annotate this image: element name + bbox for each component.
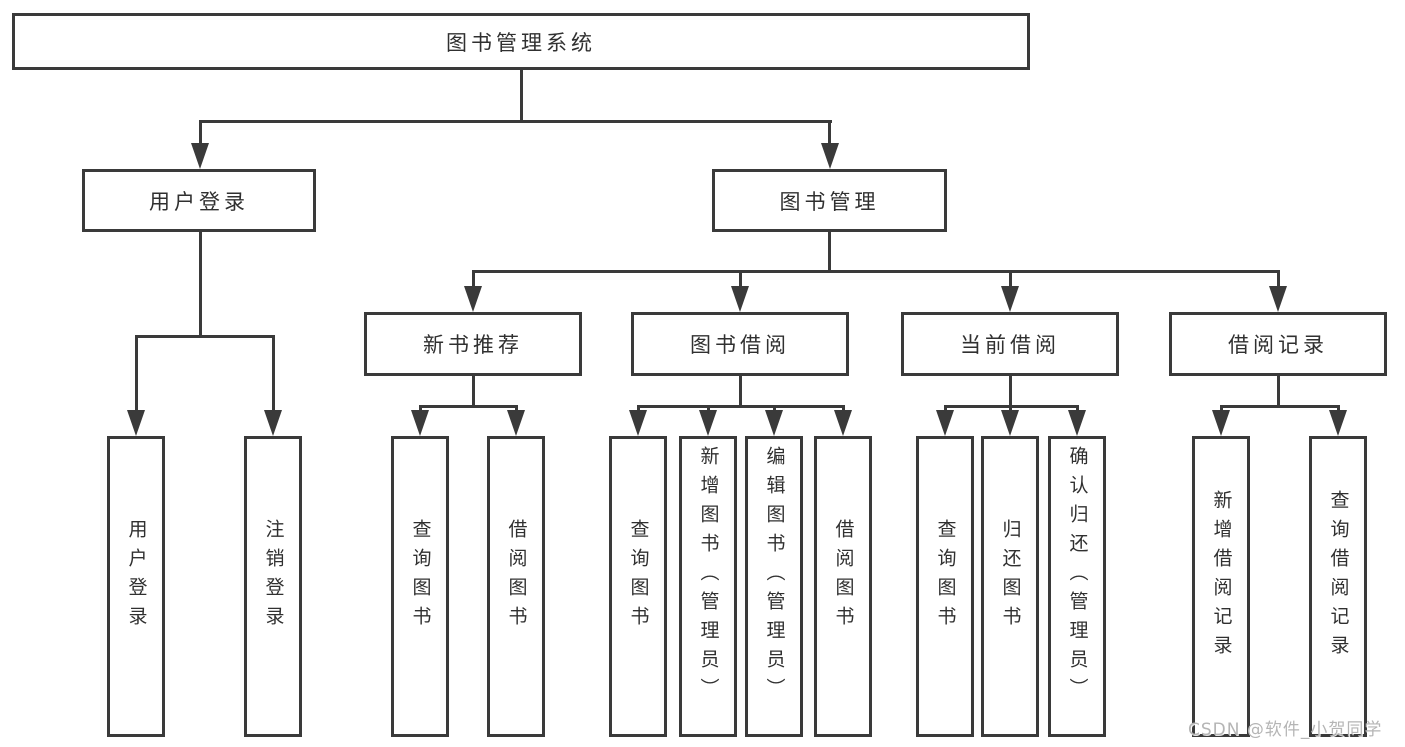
node-book-management: 图书管理 — [712, 169, 947, 232]
leaf-label: 确认归还（管理员） — [1066, 446, 1089, 707]
leaf-user-login: 用户登录 — [107, 436, 165, 737]
leaf-confirm-return-admin: 确认归还（管理员） — [1048, 436, 1106, 737]
connector-line — [271, 336, 275, 414]
leaf-label: 查询借阅记录 — [1327, 489, 1350, 664]
connector-line — [418, 404, 518, 408]
connector-line — [471, 376, 475, 406]
leaf-label: 查询图书 — [409, 518, 432, 635]
arrow-down-icon — [1001, 410, 1019, 436]
leaf-query-books-borrowing: 查询图书 — [609, 436, 667, 737]
arrow-down-icon — [1001, 286, 1019, 312]
leaf-label: 新增借阅记录 — [1210, 489, 1233, 664]
leaf-add-books-admin: 新增图书（管理员） — [679, 436, 737, 737]
arrow-down-icon — [1329, 410, 1347, 436]
leaf-label: 注销登录 — [262, 518, 285, 635]
node-label: 图书管理系统 — [446, 30, 596, 55]
leaf-query-borrow-record: 查询借阅记录 — [1309, 436, 1367, 737]
arrow-down-icon — [264, 410, 282, 436]
leaf-borrow-books-recommend: 借阅图书 — [487, 436, 545, 737]
connector-line — [738, 271, 742, 289]
connector-line — [1219, 404, 1340, 408]
connector-line — [134, 336, 138, 414]
node-user-login: 用户登录 — [82, 169, 316, 232]
connector-line — [828, 232, 831, 273]
node-library-system: 图书管理系统 — [12, 13, 1030, 70]
leaf-edit-books-admin: 编辑图书（管理员） — [745, 436, 803, 737]
leaf-label: 借阅图书 — [505, 518, 528, 635]
connector-line — [1276, 376, 1280, 406]
arrow-down-icon — [507, 410, 525, 436]
node-label: 新书推荐 — [423, 333, 523, 357]
connector-line — [636, 404, 845, 408]
leaf-borrow-books-borrowing: 借阅图书 — [814, 436, 872, 737]
node-new-book-recommendation: 新书推荐 — [364, 312, 582, 376]
arrow-down-icon — [936, 410, 954, 436]
node-borrowing-records: 借阅记录 — [1169, 312, 1387, 376]
arrow-down-icon — [1068, 410, 1086, 436]
leaf-label: 新增图书（管理员） — [697, 446, 720, 707]
connector-line — [198, 120, 832, 123]
node-label: 图书管理 — [779, 189, 880, 214]
connector-line — [1008, 376, 1012, 406]
leaf-label: 归还图书 — [999, 518, 1022, 635]
node-label: 当前借阅 — [960, 333, 1060, 357]
node-current-borrowing: 当前借阅 — [901, 312, 1119, 376]
arrow-down-icon — [834, 410, 852, 436]
arrow-down-icon — [1212, 410, 1230, 436]
leaf-label: 编辑图书（管理员） — [763, 446, 786, 707]
leaf-add-borrow-record: 新增借阅记录 — [1192, 436, 1250, 737]
node-label: 借阅记录 — [1228, 333, 1328, 357]
connector-line — [198, 121, 202, 148]
watermark: CSDN @软件_小贺同学 — [1188, 720, 1383, 740]
connector-line — [134, 334, 275, 338]
arrow-down-icon — [731, 286, 749, 312]
connector-line — [1276, 271, 1280, 289]
arrow-down-icon — [191, 143, 209, 169]
arrow-down-icon — [820, 143, 839, 169]
arrow-down-icon — [127, 410, 145, 436]
arrow-down-icon — [464, 286, 482, 312]
leaf-logout: 注销登录 — [244, 436, 302, 737]
leaf-label: 查询图书 — [627, 518, 650, 635]
connector-line — [198, 232, 202, 337]
node-book-borrowing: 图书借阅 — [631, 312, 849, 376]
leaf-return-books: 归还图书 — [981, 436, 1039, 737]
arrow-down-icon — [629, 410, 647, 436]
node-label: 图书借阅 — [690, 333, 790, 357]
leaf-label: 查询图书 — [934, 518, 957, 635]
leaf-query-books-current: 查询图书 — [916, 436, 974, 737]
arrow-down-icon — [699, 410, 717, 436]
connector-line — [1008, 271, 1012, 289]
node-label: 用户登录 — [149, 189, 249, 214]
connector-line — [519, 70, 523, 122]
leaf-query-books-recommend: 查询图书 — [391, 436, 449, 737]
arrow-down-icon — [765, 410, 783, 436]
connector-line — [828, 121, 831, 148]
connector-line — [738, 376, 742, 406]
leaf-label: 借阅图书 — [832, 518, 855, 635]
arrow-down-icon — [411, 410, 429, 436]
connector-line — [471, 271, 475, 289]
connector-line — [471, 269, 1280, 273]
arrow-down-icon — [1269, 286, 1287, 312]
leaf-label: 用户登录 — [125, 518, 148, 635]
